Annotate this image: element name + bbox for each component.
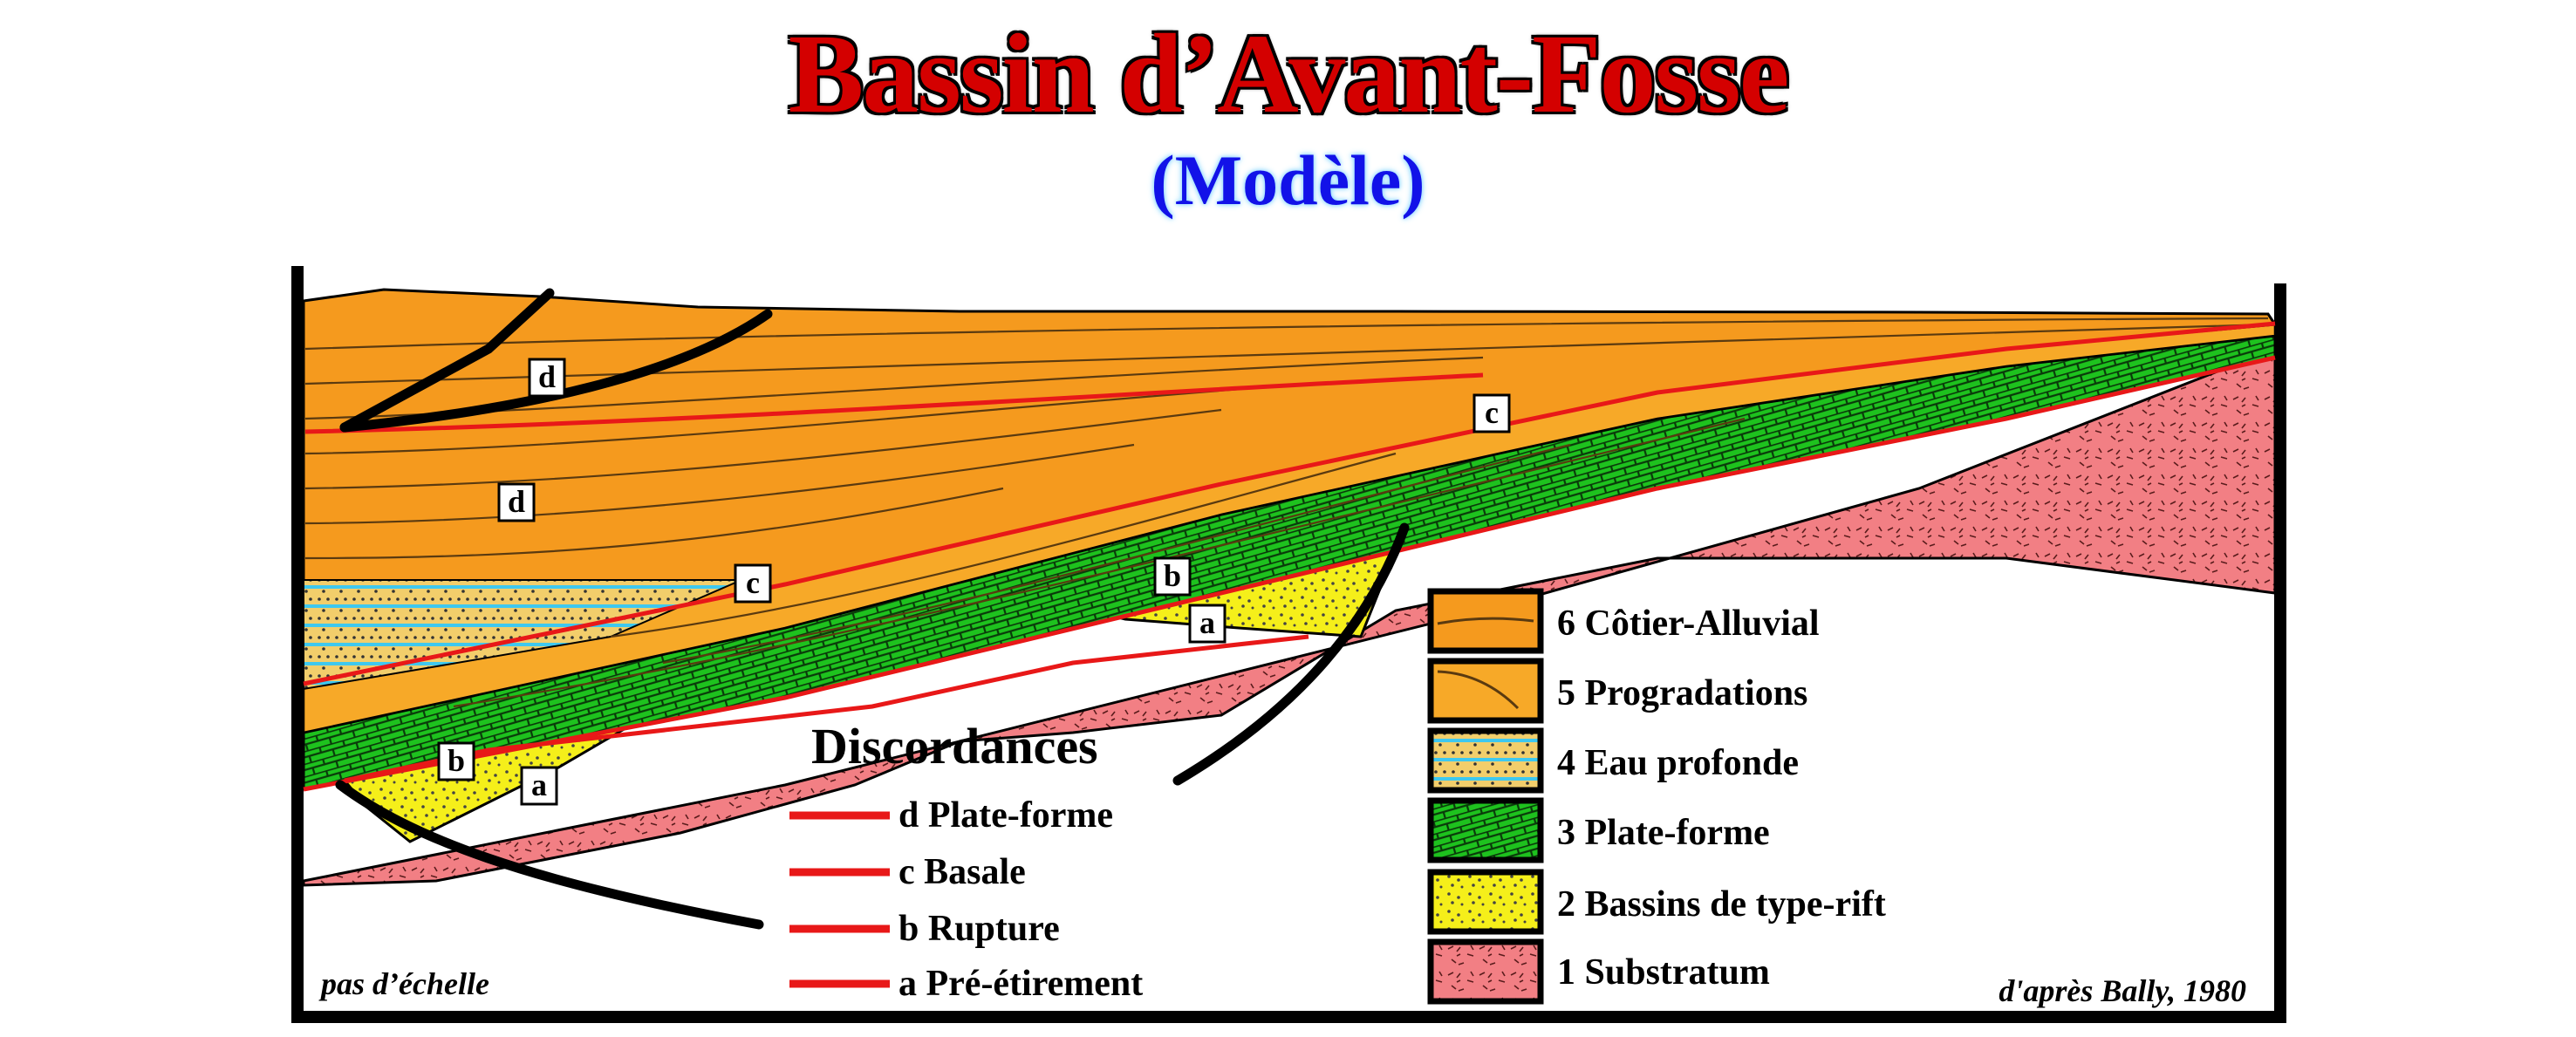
legend-item-2: 2 Bassins de type-rift xyxy=(1427,869,1886,935)
svg-text:d: d xyxy=(508,484,525,519)
svg-text:5 Progradations: 5 Progradations xyxy=(1557,673,1807,713)
svg-text:c Basale: c Basale xyxy=(899,852,1026,892)
svg-text:d: d xyxy=(538,359,556,394)
unconformity-lines xyxy=(303,321,2276,792)
svg-text:a: a xyxy=(531,768,547,802)
svg-text:c: c xyxy=(746,565,760,600)
tag-d-lower: d xyxy=(497,482,536,522)
svg-text:4 Eau profonde: 4 Eau profonde xyxy=(1557,743,1799,783)
discordance-a: a Pré-étirement xyxy=(789,964,1143,1004)
unconformity-d xyxy=(304,372,1484,434)
svg-text:a: a xyxy=(1199,605,1215,640)
diagram-title: Bassin d’Avant-Fosse xyxy=(788,11,1790,137)
unconformity-c xyxy=(303,321,2276,686)
substratum-layer xyxy=(302,346,2277,887)
legend-item-3: 3 Plate-forme xyxy=(1427,797,1770,863)
discordance-c: c Basale xyxy=(789,852,1026,892)
svg-text:1 Substratum: 1 Substratum xyxy=(1557,952,1770,993)
legend-item-1: 1 Substratum xyxy=(1427,938,1770,1005)
tag-d-upper: d xyxy=(528,358,566,398)
svg-text:a Pré-étirement: a Pré-étirement xyxy=(899,964,1143,1004)
svg-text:2 Bassins de type-rift: 2 Bassins de type-rift xyxy=(1557,884,1886,924)
svg-text:b: b xyxy=(448,743,465,778)
tag-a-left: a xyxy=(520,766,558,806)
svg-text:b: b xyxy=(1164,558,1181,593)
legend-item-5: 5 Progradations xyxy=(1427,658,1807,724)
lithology-legend: 6 Côtier-Alluvial 5 Progradations 4 Eau … xyxy=(1427,588,1886,1005)
discordance-b: b Rupture xyxy=(789,909,1060,949)
svg-text:d Plate-forme: d Plate-forme xyxy=(899,795,1113,836)
discordances-key: Discordances d Plate-forme c Basale b Ru… xyxy=(789,718,1143,1004)
fault-lines xyxy=(335,288,1410,930)
tag-c-left: c xyxy=(734,563,772,604)
svg-text:c: c xyxy=(1485,395,1499,430)
tag-b-left: b xyxy=(437,741,475,781)
unconformity-b xyxy=(303,355,2276,792)
credit: d'après Bally, 1980 xyxy=(1999,973,2246,1008)
section-frame xyxy=(291,266,2286,1023)
tag-b-right: b xyxy=(1153,556,1192,597)
discordances-heading: Discordances xyxy=(811,718,1098,774)
scale-note: pas d’échelle xyxy=(318,966,489,1001)
legend-item-6: 6 Côtier-Alluvial xyxy=(1427,588,1820,654)
tag-c-right: c xyxy=(1472,393,1511,433)
svg-text:6 Côtier-Alluvial: 6 Côtier-Alluvial xyxy=(1557,604,1820,644)
svg-text:b Rupture: b Rupture xyxy=(899,909,1060,949)
svg-text:3 Plate-forme: 3 Plate-forme xyxy=(1557,813,1770,853)
discordance-d: d Plate-forme xyxy=(789,795,1113,836)
tag-a-right: a xyxy=(1188,604,1227,644)
diagram-subtitle: (Modèle) xyxy=(1151,140,1425,220)
legend-item-4: 4 Eau profonde xyxy=(1427,727,1799,794)
